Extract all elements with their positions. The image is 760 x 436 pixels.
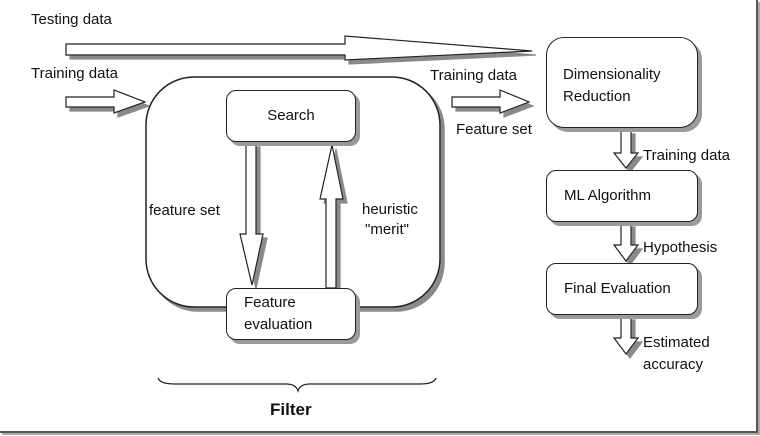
training-data-input-arrow xyxy=(65,89,147,114)
feature-set-down-arrow xyxy=(239,142,264,286)
pipeline-training-data-label: Training data xyxy=(643,147,730,164)
feature-evaluation-line1: Feature xyxy=(244,294,296,311)
final-evaluation-box: Final Evaluation xyxy=(546,263,698,315)
testing-data-label: Testing data xyxy=(31,11,112,28)
middle-training-data-label: Training data xyxy=(430,67,517,84)
dimensionality-reduction-line2: Reduction xyxy=(563,88,631,105)
training-data-label: Training data xyxy=(31,65,118,82)
feature-evaluation-line2: evaluation xyxy=(244,316,313,333)
training-data-to-dim-reduction-arrow xyxy=(451,89,531,114)
heuristic-label: heuristic xyxy=(362,201,418,218)
estimated-accuracy-down-arrow xyxy=(612,315,640,355)
training-data-down-arrow xyxy=(612,129,640,169)
dimensionality-reduction-line1: Dimensionality xyxy=(563,66,661,83)
feature-evaluation-box: Feature evaluation xyxy=(226,288,356,340)
hypothesis-down-arrow xyxy=(612,222,640,262)
merit-label: "merit" xyxy=(365,221,409,238)
middle-feature-set-label: Feature set xyxy=(456,121,532,138)
testing-data-arrow xyxy=(65,35,533,61)
accuracy-label: accuracy xyxy=(643,356,704,373)
final-evaluation-label: Final Evaluation xyxy=(564,280,671,297)
dimensionality-reduction-box: Dimensionality Reduction xyxy=(546,37,698,128)
feature-set-label: feature set xyxy=(149,202,220,219)
ml-algorithm-label: ML Algorithm xyxy=(564,187,651,204)
estimated-label: Estimated xyxy=(643,334,710,351)
search-box: Search xyxy=(226,90,356,142)
filter-title: Filter xyxy=(270,400,312,419)
search-box-label: Search xyxy=(267,107,315,124)
heuristic-merit-up-arrow xyxy=(319,144,344,289)
filter-brace xyxy=(157,377,437,394)
ml-algorithm-box: ML Algorithm xyxy=(546,170,698,222)
hypothesis-label: Hypothesis xyxy=(643,239,718,256)
